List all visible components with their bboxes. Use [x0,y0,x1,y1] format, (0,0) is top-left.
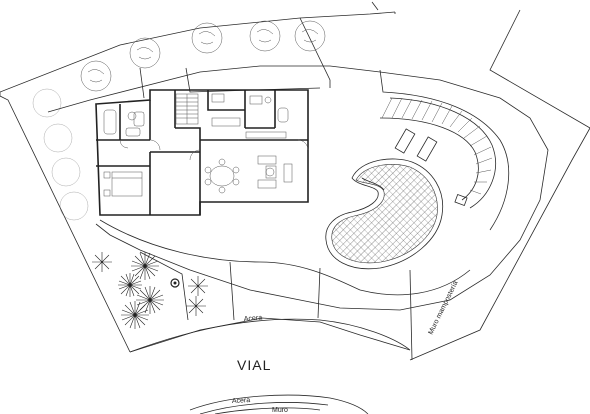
road-edges [129,318,411,414]
garden-outline [47,65,549,361]
road-label: VIAL [237,357,271,373]
bed [103,171,143,197]
top-trees [80,20,326,92]
door-swings [119,139,309,161]
sidewalk-label-lower: Acera [232,397,251,405]
masonry-wall-label: Muro mampostería [428,280,460,336]
wall-label-lower: Muro [272,407,288,414]
left-trees [32,88,89,221]
kitchen-counter [211,117,287,139]
sidewalk-label-upper: Acera [244,314,263,323]
swimming-pool [325,158,444,270]
bathroom-fixtures [103,93,289,137]
staircase [175,93,199,125]
house-floor-plan [95,89,309,216]
dining-table [204,158,240,194]
palm-trees [92,252,208,329]
plot-boundary [0,1,590,361]
living-room-sofas [257,155,293,189]
pergola-deck [379,97,496,209]
